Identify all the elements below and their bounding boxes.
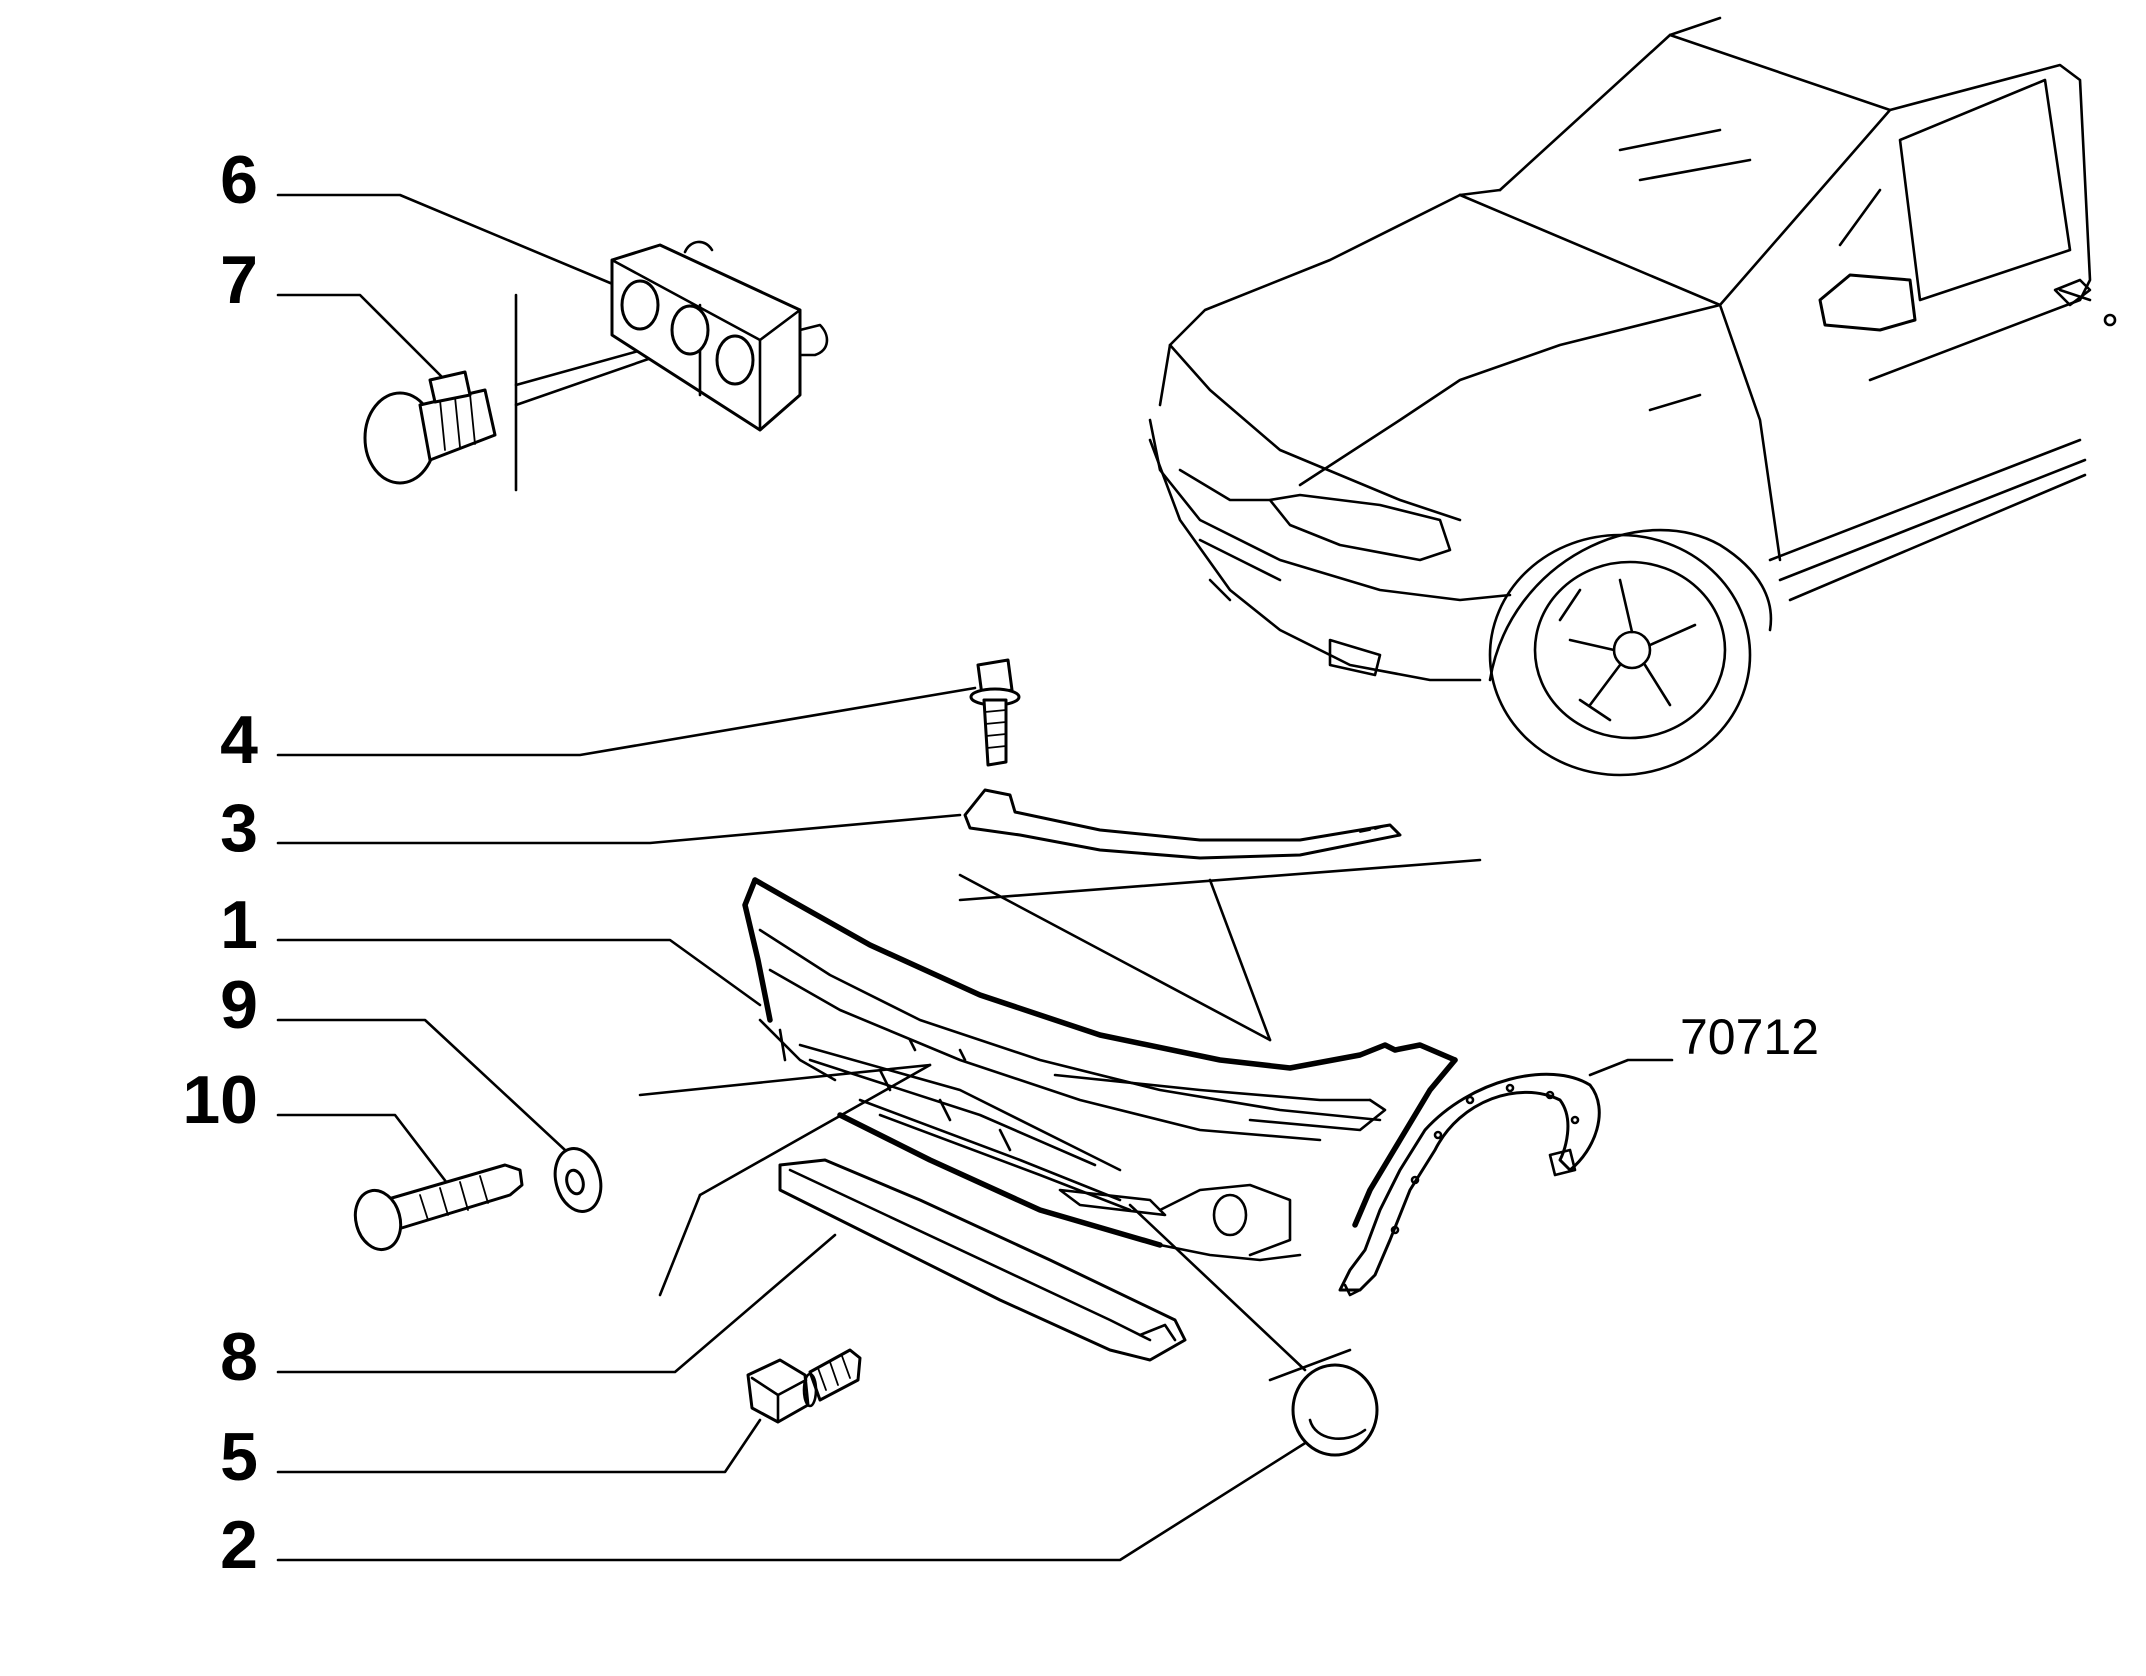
callout-2: 2 <box>220 1507 258 1583</box>
part-3-strip <box>963 788 1402 860</box>
part-1-bumper <box>742 877 1458 1262</box>
callout-4: 4 <box>220 702 258 778</box>
part-7-clip <box>363 370 497 485</box>
callout-7: 7 <box>220 242 258 318</box>
part-10-pin <box>353 1163 524 1252</box>
callout-1: 1 <box>220 887 258 963</box>
drawing-code-label: 70712 <box>1680 1009 1820 1065</box>
part-4-bolt <box>969 658 1021 767</box>
callout-6: 6 <box>220 142 258 218</box>
callout-5: 5 <box>220 1419 258 1495</box>
part-9-washer <box>553 1147 603 1213</box>
part-6-bracket <box>610 240 829 432</box>
callout-3: 3 <box>220 790 258 866</box>
wheel-arch-moulding <box>1338 1072 1601 1297</box>
callout-10: 10 <box>182 1062 258 1138</box>
part-8-strip <box>778 1158 1187 1362</box>
callout-9: 9 <box>220 967 258 1043</box>
car-illustration <box>1148 16 2117 777</box>
leader-lines <box>276 193 1674 1562</box>
part-2-cap <box>1291 1363 1379 1457</box>
part-5-bolt <box>746 1348 862 1424</box>
callout-8: 8 <box>220 1319 258 1395</box>
